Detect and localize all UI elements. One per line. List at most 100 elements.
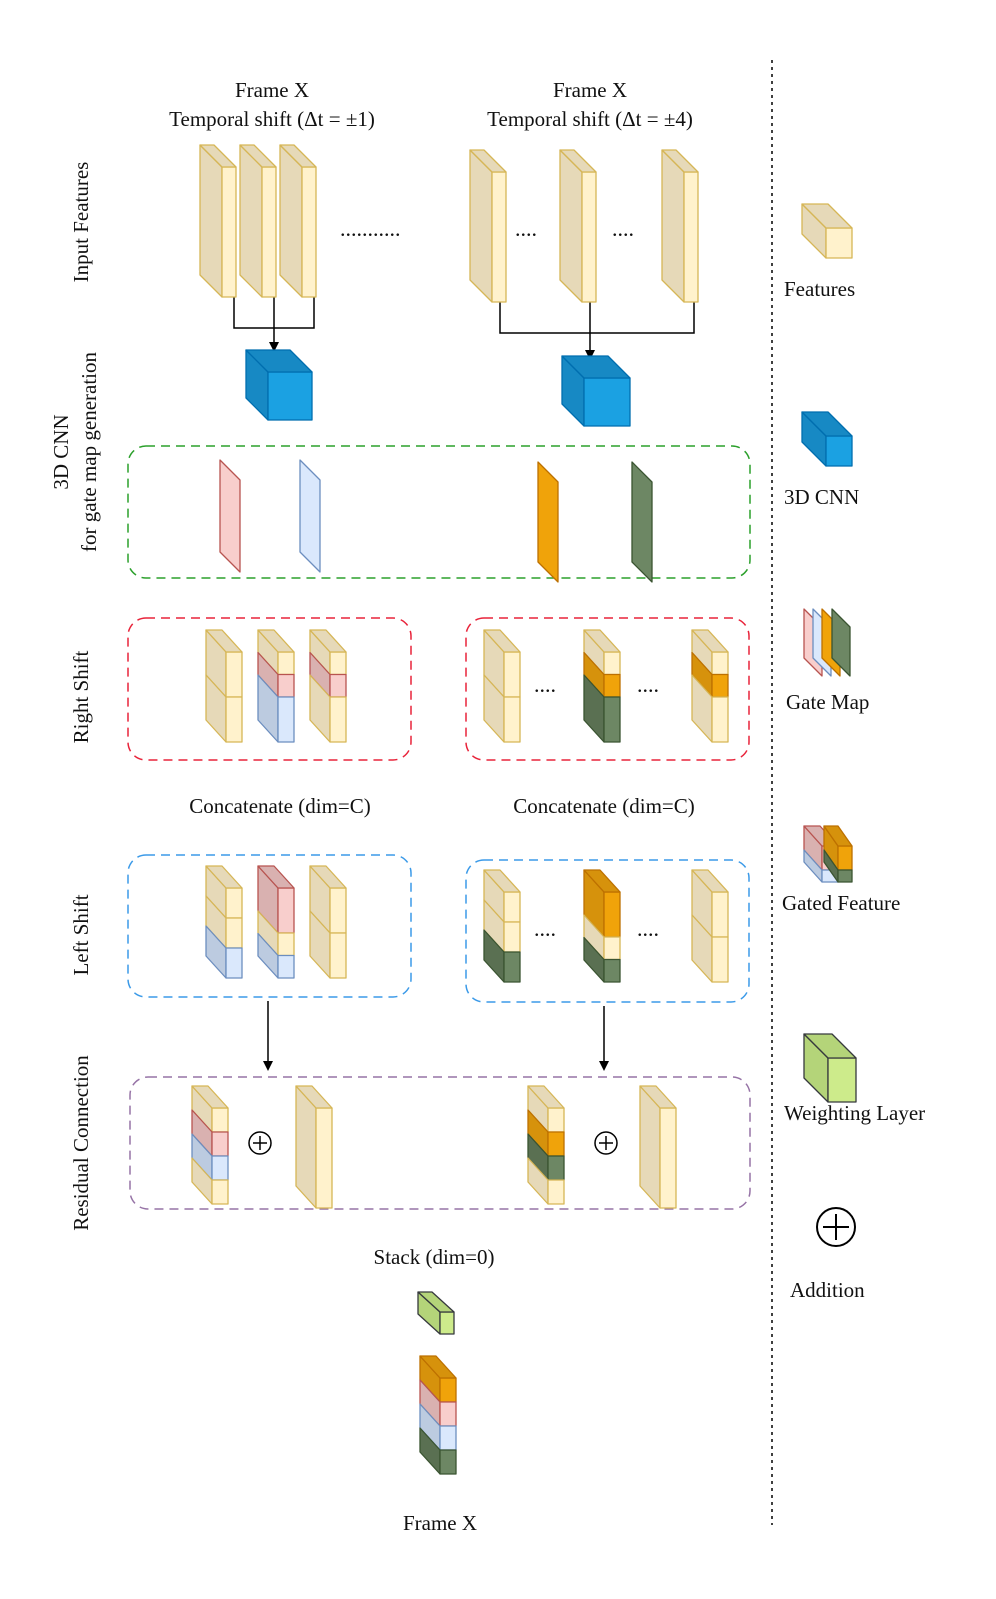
rshift-right-3-top [691, 629, 729, 653]
row-label-3dcnn: 3D CNN [49, 414, 73, 489]
rshift-left-3-front [329, 651, 347, 676]
feature-block-right-2-top [559, 149, 597, 173]
cnn-cube-left-top [245, 349, 313, 373]
gate-generation-group [127, 445, 751, 579]
rshift-left-2-front [277, 651, 295, 676]
connector-left-inputs [233, 297, 315, 348]
addition-icon [816, 1207, 856, 1247]
gate-map-blue [299, 459, 321, 573]
residual-gated-left-top [191, 1085, 229, 1109]
feature-block-left-2-side [239, 144, 263, 298]
separator-dots-6: .... [637, 916, 659, 941]
gate-map-orange [537, 461, 559, 583]
stack-caption: Stack (dim=0) [374, 1245, 495, 1269]
rshift-left-1-front [225, 651, 243, 698]
cnn3d-icon-front [825, 435, 853, 467]
connector-right-inputs [499, 302, 695, 356]
lshift-left-2 [257, 865, 295, 979]
weighting-layer-icon-front [827, 1057, 857, 1103]
output-stacked-block-top [419, 1355, 457, 1379]
feature-block-left-3-top [279, 144, 317, 168]
legend-label-gate-map: Gate Map [786, 690, 869, 714]
lshift-left-2-front [277, 932, 295, 957]
separator-dots-3: .... [534, 672, 556, 697]
legend-label-features: Features [784, 277, 855, 301]
left-shift-group-left [127, 854, 412, 998]
cnn-cube-right-top [561, 355, 631, 379]
residual-feature-right-top [639, 1085, 677, 1109]
output-stacked-block-front [439, 1449, 457, 1475]
separator-dots-1: .... [515, 216, 537, 241]
lshift-left-3 [309, 865, 347, 979]
rshift-right-2-front [603, 651, 621, 676]
lshift-left-1-front [225, 887, 243, 919]
rshift-left-2-top [257, 629, 295, 653]
feature-block-right-3-top [661, 149, 699, 173]
gated-feature-icon-b-front [837, 869, 853, 883]
output-stacked-block-front [439, 1425, 457, 1451]
feature-block-left-3-side [279, 144, 303, 298]
residual-gated-left-front [211, 1131, 229, 1157]
row-label-input-features: Input Features [69, 162, 93, 283]
cnn3d-icon-top [801, 411, 853, 437]
cnn-cube-left [245, 349, 313, 421]
weighting-layer-block-top [417, 1291, 455, 1313]
rshift-right-1-front [503, 696, 521, 743]
residual-gated-right-front [547, 1155, 565, 1181]
lshift-left-1 [205, 865, 243, 979]
rshift-right-1-front [503, 651, 521, 698]
separator-dots-2: .... [612, 216, 634, 241]
right-shift-group-left [127, 617, 412, 761]
rshift-right-3 [691, 629, 729, 743]
lshift-right-1-front [503, 891, 521, 923]
lshift-right-1-front [503, 951, 521, 983]
lshift-left-1-top [205, 865, 243, 889]
separator-dots-4: .... [637, 672, 659, 697]
cnn-cube-left-front [267, 371, 313, 421]
feature-block-left-2-top [239, 144, 277, 168]
rshift-right-1-top [483, 629, 521, 653]
gated-feature-icon-b-front [837, 845, 853, 871]
rshift-left-1 [205, 629, 243, 743]
residual-gated-right-top [527, 1085, 565, 1109]
lshift-right-1-front [503, 921, 521, 953]
lshift-right-2-top [583, 869, 621, 893]
weighting-layer-block-front [439, 1311, 455, 1335]
output-stacked-block [419, 1355, 457, 1475]
weighting-layer-icon-top [803, 1033, 857, 1059]
feature-block-right-1-top [469, 149, 507, 173]
weighting-layer-block [417, 1291, 455, 1335]
right-shift-group-right [465, 617, 750, 761]
feature-block-left-3-front [301, 166, 317, 298]
rshift-left-1-top [205, 629, 243, 653]
residual-feature-left [295, 1085, 333, 1209]
residual-feature-right [639, 1085, 677, 1209]
gate-map-green [631, 461, 653, 583]
features-icon-front [825, 227, 853, 259]
separator-dots-long: ........... [340, 216, 401, 241]
rshift-left-3-front [329, 673, 347, 698]
residual-feature-left-top [295, 1085, 333, 1109]
row-label-residual: Residual Connection [69, 1055, 93, 1231]
gated-feature-icon-b-top [823, 825, 853, 847]
feature-block-right-2-side [559, 149, 583, 303]
legend-label-weighting-layer: Weighting Layer [784, 1101, 925, 1125]
rshift-right-2-top [583, 629, 621, 653]
rshift-left-3-front [329, 696, 347, 743]
legend-label-gated-feature: Gated Feature [782, 891, 900, 915]
lshift-left-3-front [329, 887, 347, 934]
residual-gated-left-front [211, 1179, 229, 1205]
lshift-right-3-front [711, 936, 729, 983]
feature-block-left-1-side [199, 144, 223, 298]
left-shift-group-right [465, 859, 750, 1003]
rshift-left-2-front [277, 696, 295, 743]
row-label-left-shift: Left Shift [69, 894, 93, 975]
header-right-frame: Frame X [553, 78, 627, 102]
legend-label-3dcnn: 3D CNN [784, 485, 859, 509]
concat-caption-left: Concatenate (dim=C) [189, 794, 371, 818]
separator-dots-5: .... [534, 916, 556, 941]
gate-map-pink [219, 459, 241, 573]
rshift-right-1 [483, 629, 521, 743]
lshift-right-2-front [603, 958, 621, 983]
